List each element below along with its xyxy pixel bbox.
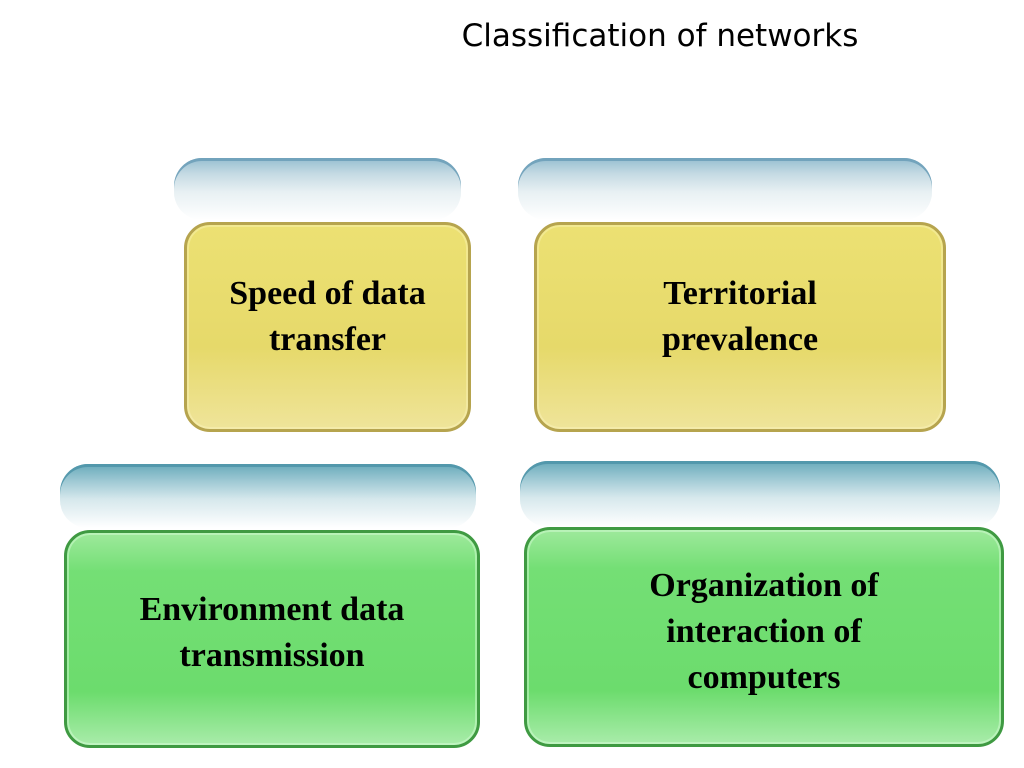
box-tab-environment (60, 464, 476, 528)
box-label: Organization of interaction of computers (649, 567, 879, 696)
box-organization-of-interaction: Organization of interaction of computers (524, 527, 1004, 747)
box-tab-speed (174, 158, 461, 220)
box-tab-territorial (518, 158, 932, 220)
box-environment-data-transmission: Environment data transmission (64, 530, 480, 748)
box-label: Environment data transmission (139, 591, 405, 674)
box-territorial-prevalence: Territorial prevalence (534, 222, 946, 432)
box-speed-of-data-transfer: Speed of data transfer (184, 222, 471, 432)
box-tab-organization (520, 461, 1000, 527)
box-label: Speed of data transfer (229, 275, 426, 358)
slide-title: Classification of networks (461, 18, 859, 54)
box-label: Territorial prevalence (661, 275, 819, 358)
